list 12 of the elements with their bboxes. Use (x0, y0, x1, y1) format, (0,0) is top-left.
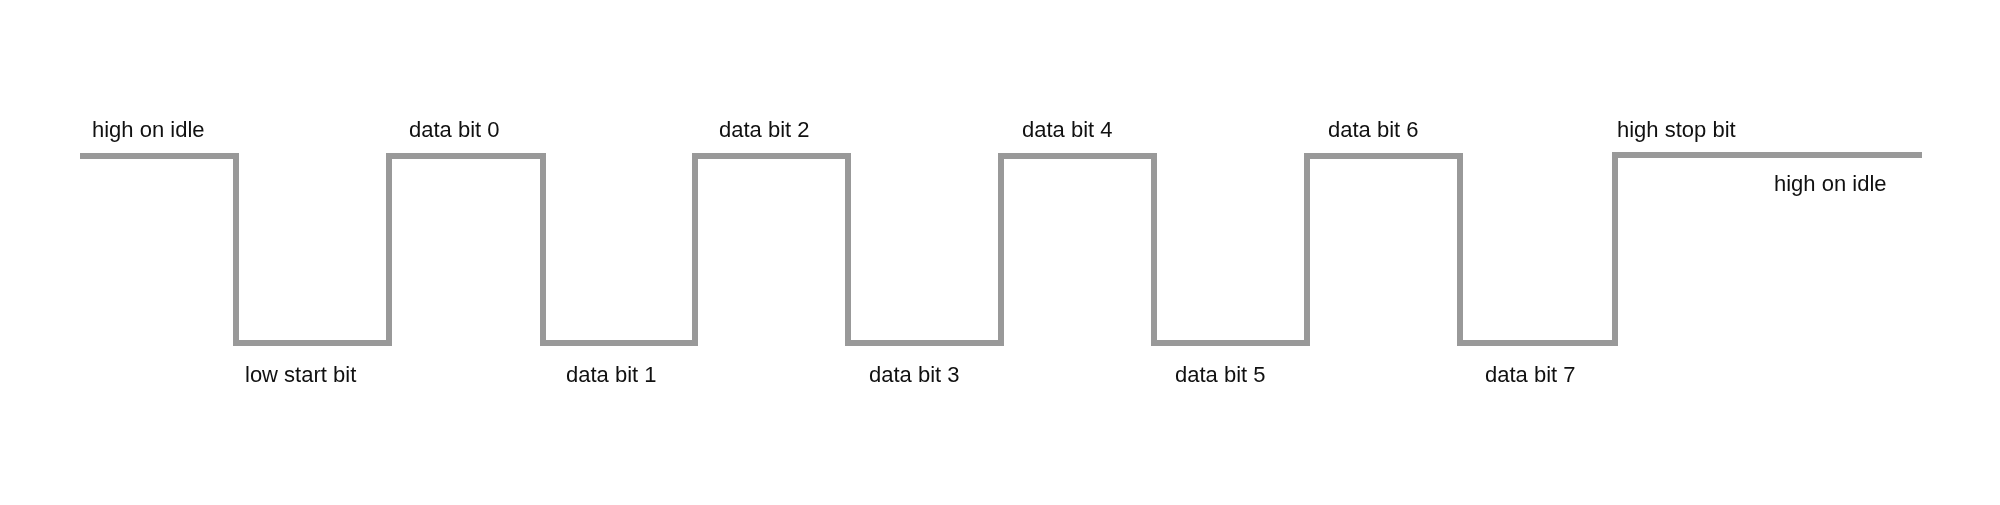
signal-label: high stop bit (1617, 117, 1736, 143)
signal-label: data bit 7 (1485, 362, 1576, 388)
signal-label: high on idle (1774, 171, 1887, 197)
signal-label: low start bit (245, 362, 357, 388)
signal-label: data bit 3 (869, 362, 960, 388)
signal-label: data bit 0 (409, 117, 500, 143)
signal-label: data bit 6 (1328, 117, 1419, 143)
signal-label: high on idle (92, 117, 205, 143)
signal-label: data bit 4 (1022, 117, 1113, 143)
signal-label: data bit 2 (719, 117, 810, 143)
signal-label: data bit 5 (1175, 362, 1266, 388)
signal-label: data bit 1 (566, 362, 657, 388)
